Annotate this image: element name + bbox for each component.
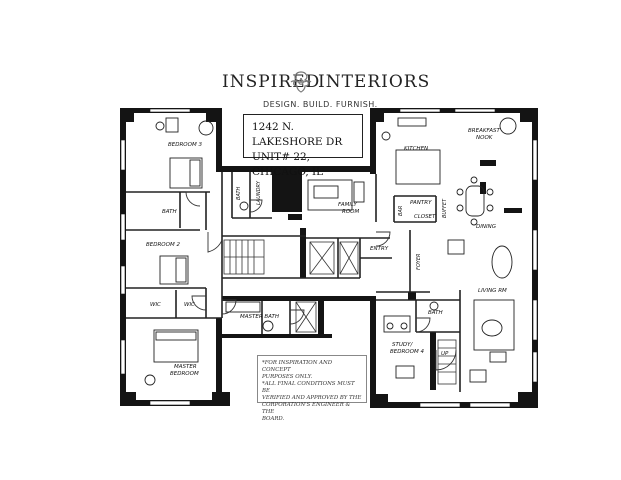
note-line-1: *FOR INSPIRATION AND CONCEPT <box>262 360 333 373</box>
windows <box>120 108 538 408</box>
label-entry: ENTRY <box>370 246 389 252</box>
label-dining: DINING <box>476 224 496 230</box>
label-family-line2: ROOM <box>342 209 359 215</box>
label-bar: BAR <box>398 206 404 216</box>
label-breakfast-line1: BREAKFAST <box>468 128 501 134</box>
disclaimer-note: *FOR INSPIRATION AND CONCEPT PURPOSES ON… <box>257 355 367 422</box>
label-wic-2: WIC <box>184 302 195 308</box>
label-up: UP <box>441 351 449 357</box>
note-line-5: CORPORATION'S ENGINEER & THE <box>262 402 351 415</box>
stair-core <box>223 239 457 385</box>
doors <box>185 191 457 371</box>
label-bath-left: BATH <box>162 209 177 215</box>
label-bath-laundry: BATH <box>236 186 242 200</box>
label-kitchen: KITCHEN <box>404 146 428 152</box>
label-bath-study: BATH <box>428 310 443 316</box>
label-master-line1: MASTER <box>174 364 197 370</box>
note-line-6: BOARD. <box>262 416 285 422</box>
label-study-line1: STUDY/ <box>392 342 413 348</box>
address-line-2: UNIT# 22, CHICAGO, IL <box>252 151 324 178</box>
label-laundry: LAUNDRY <box>256 180 262 205</box>
label-closet: CLOSET <box>414 214 436 220</box>
note-line-2: PURPOSES ONLY. <box>262 374 313 380</box>
label-foyer: FOYER <box>416 254 422 271</box>
furniture <box>144 117 517 386</box>
brand-tagline: DESIGN. BUILD. FURNISH. <box>263 100 378 109</box>
label-family-line1: FAMILY <box>338 202 358 208</box>
label-buffet: BUFFET <box>442 198 448 218</box>
interior-walls <box>126 172 461 392</box>
label-master-bath: MASTER BATH <box>240 314 279 320</box>
label-study-line2: BEDROOM 4 <box>390 349 424 355</box>
label-bedroom-2: BEDROOM 2 <box>146 242 180 248</box>
note-line-4: VERIFIED AND APPROVED BY THE <box>262 395 362 401</box>
label-breakfast-line2: NOOK <box>476 135 493 141</box>
label-pantry: PANTRY <box>410 200 432 206</box>
brand-header: INSPIRED INTERIORS <box>0 71 621 112</box>
address-line-1: 1242 N. LAKESHORE DR <box>252 121 343 148</box>
label-wic-1: WIC <box>150 302 161 308</box>
room-labels: BEDROOM 3 BATH BEDROOM 2 WIC WIC MASTER … <box>146 128 507 377</box>
label-master-line2: BEDROOM <box>170 371 199 377</box>
address-box: 1242 N. LAKESHORE DR UNIT# 22, CHICAGO, … <box>243 114 363 178</box>
ornament-flourish-icon <box>290 71 312 93</box>
label-living: LIVING RM <box>478 288 507 294</box>
brand-name-right: INTERIORS <box>318 72 431 92</box>
note-line-3: *ALL FINAL CONDITIONS MUST BE <box>262 381 355 394</box>
label-bedroom-3: BEDROOM 3 <box>168 142 202 148</box>
